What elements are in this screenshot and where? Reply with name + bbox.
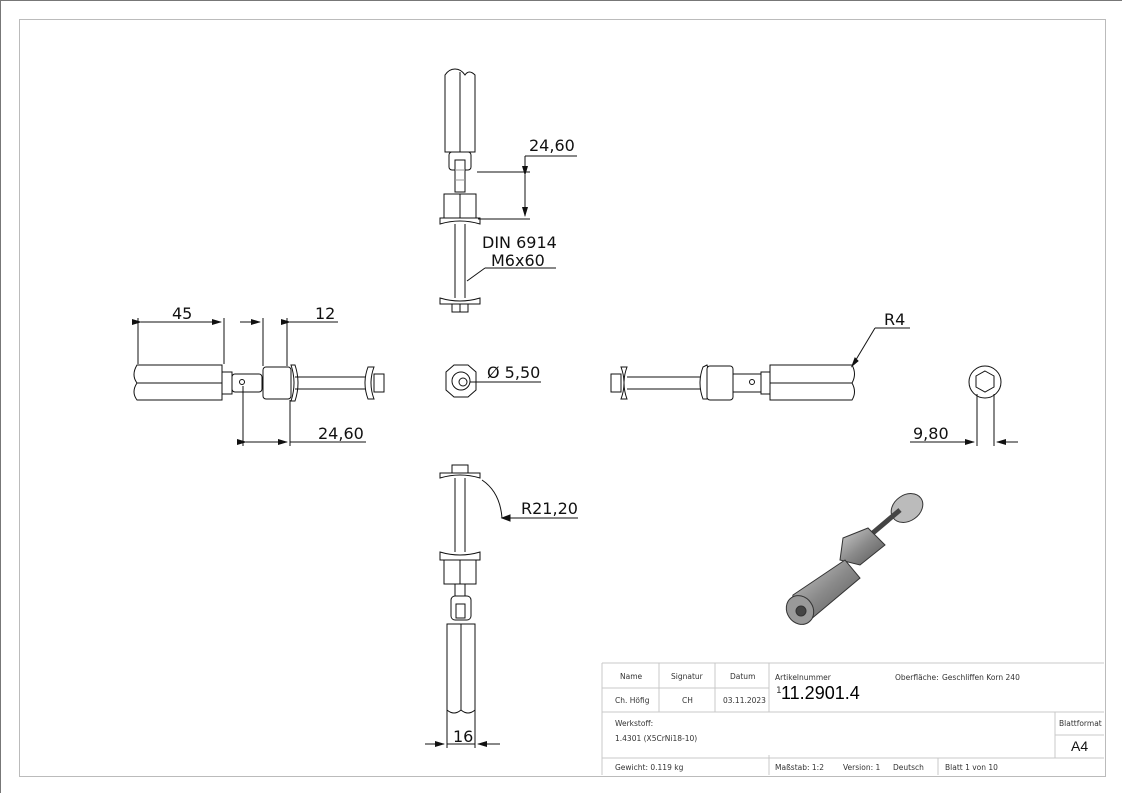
werkstoff-label: Werkstoff: (615, 719, 654, 728)
left-view (132, 318, 385, 446)
dim-hex-width: 9,80 (913, 424, 949, 443)
din-label-line2: M6x60 (491, 251, 545, 270)
bottom-view (425, 464, 578, 748)
header-name: Name (620, 672, 643, 681)
blattformat-value: A4 (1071, 738, 1089, 754)
werkstoff-value: 1.4301 (X5CrNi18-10) (615, 734, 698, 743)
right-view (610, 327, 910, 401)
dim-radius-small: R4 (884, 310, 906, 329)
oberflaeche-label: Oberfläche: (895, 673, 939, 682)
dim-bottom-width: 16 (453, 727, 474, 746)
dim-radius-large: R21,20 (521, 499, 578, 518)
version: Version: 1 (843, 763, 881, 772)
value-name: Ch. Höfig (615, 696, 650, 705)
drawing-frame (19, 19, 1106, 777)
title-block-grid (601, 662, 1104, 775)
artikelnummer: 11.2901.4 (781, 683, 860, 703)
isometric-view (785, 493, 924, 625)
top-view (439, 68, 577, 313)
din-label-line1: DIN 6914 (482, 233, 557, 252)
dim-hole-diameter: Ø 5,50 (487, 363, 541, 382)
blatt: Blatt 1 von 10 (945, 763, 998, 772)
artikelnummer-label: Artikelnummer (775, 673, 831, 682)
gewicht: Gewicht: 0.119 kg (615, 763, 684, 772)
dim-left-length: 45 (172, 304, 193, 323)
value-datum: 03.11.2023 (723, 696, 766, 705)
dim-left-offset: 24,60 (318, 424, 364, 443)
header-signatur: Signatur (671, 672, 703, 681)
massstab: Maßstab: 1:2 (775, 763, 824, 772)
sprache: Deutsch (893, 763, 924, 772)
dim-top-height: 24,60 (529, 136, 575, 155)
dim-left-nut: 12 (315, 304, 336, 323)
end-view (445, 364, 541, 398)
value-signatur: CH (682, 696, 693, 705)
header-datum: Datum (730, 672, 756, 681)
oberflaeche-value: Geschliffen Korn 240 (942, 673, 1020, 682)
artikelnummer-prefix: 1 (776, 686, 782, 696)
hex-end-view (910, 365, 1018, 446)
blattformat-label: Blattformat (1059, 719, 1102, 728)
